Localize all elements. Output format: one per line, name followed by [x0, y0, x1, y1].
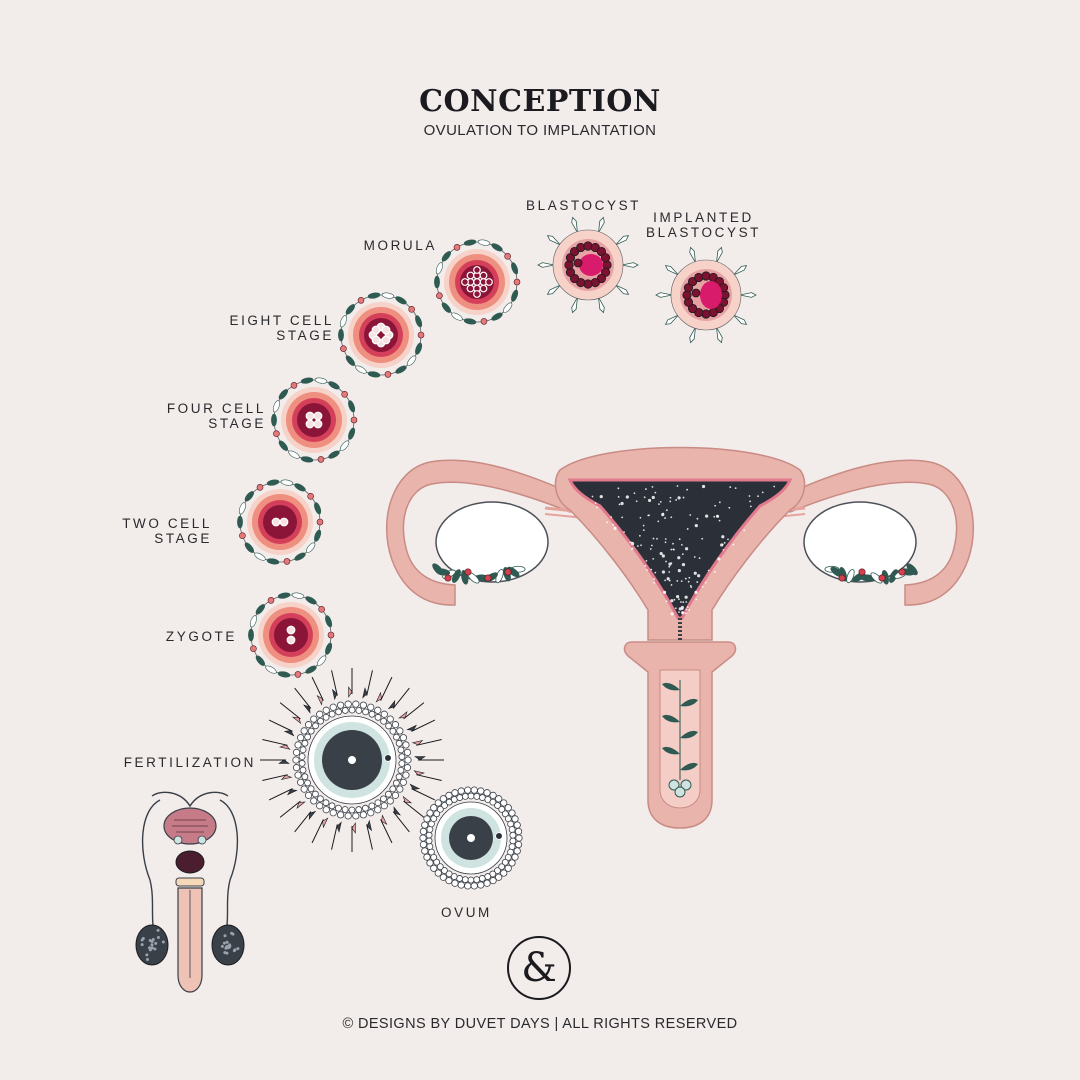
zygote-cell	[248, 592, 335, 678]
left-ovary	[435, 501, 549, 583]
label-zygote: ZYGOTE	[165, 629, 237, 644]
left-fallopian-tube	[385, 459, 576, 606]
label-morula: MORULA	[363, 238, 437, 253]
vaginal-leaves	[662, 682, 698, 771]
fertilization-cell	[260, 668, 444, 852]
label-fertilization: FERTILIZATION	[123, 755, 256, 770]
uterine-cavity	[567, 478, 793, 620]
cavity-stars	[591, 484, 776, 616]
footer-copyright: © DESIGNS BY DUVET DAYS | ALL RIGHTS RES…	[342, 1016, 738, 1032]
blastocyst-cell	[537, 216, 639, 314]
eight-cell-stage-cell	[338, 292, 425, 378]
stage-cells	[237, 216, 757, 890]
uterus-illustration	[385, 446, 975, 829]
page-title: CONCEPTION	[419, 84, 661, 119]
male-reproductive-illustration	[135, 791, 245, 993]
right-ovary	[803, 501, 917, 583]
implanted-blastocyst-cell	[655, 246, 757, 344]
label-blastocyst: BLASTOCYST	[526, 198, 642, 213]
four-cell-stage-cell	[271, 377, 358, 463]
brand-logo: &	[507, 936, 571, 1000]
two-cell-stage-cell	[237, 479, 324, 565]
ovum-cell	[419, 786, 523, 890]
prostate	[175, 850, 205, 874]
right-fallopian-tube	[784, 459, 975, 606]
morula-cell	[434, 239, 521, 325]
label-ovum: OVUM	[441, 905, 492, 920]
page-subtitle: OVULATION TO IMPLANTATION	[423, 122, 657, 139]
